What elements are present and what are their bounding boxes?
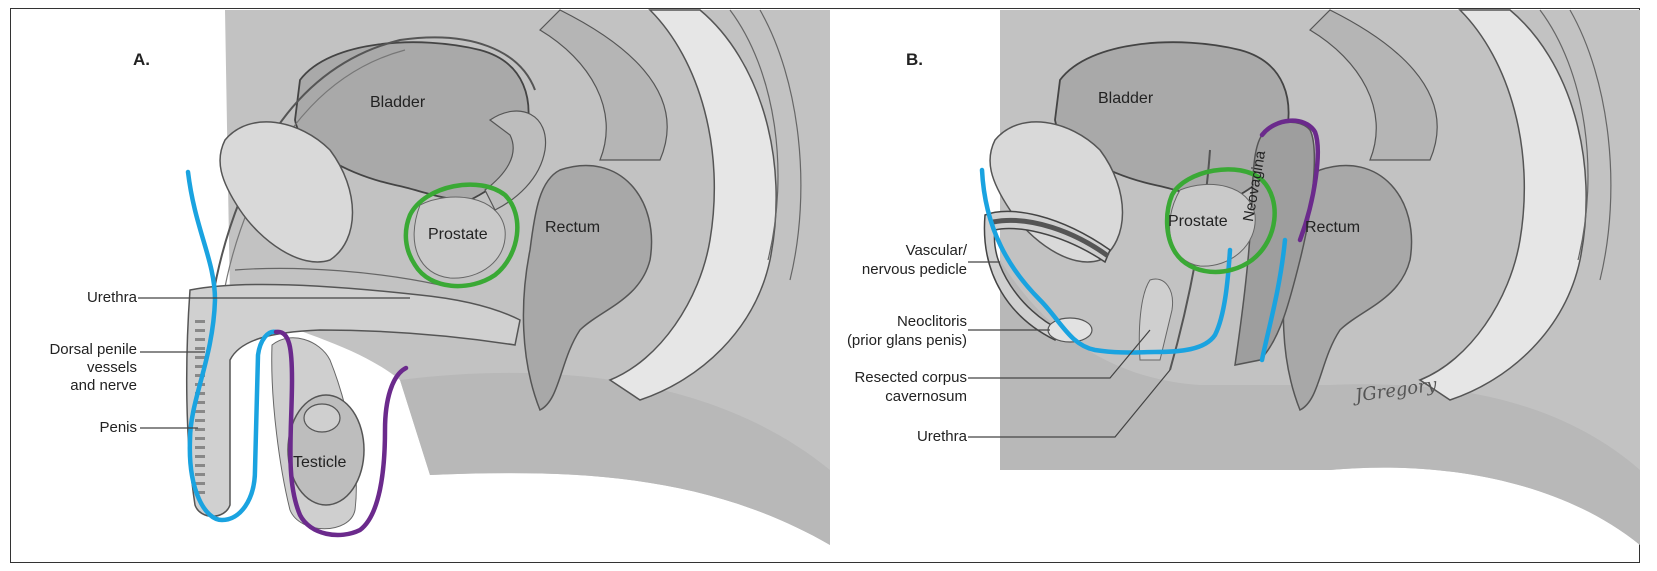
panel-b-prostate-label: Prostate <box>1168 213 1228 231</box>
panel-a-drawing <box>138 10 830 545</box>
panel-b-vascular-label-line2: nervous pedicle <box>862 261 967 279</box>
panel-a-rectum-label: Rectum <box>545 219 600 237</box>
panel-a-prostate-label: Prostate <box>428 226 488 244</box>
panel-b-urethra-label: Urethra <box>917 428 967 446</box>
panel-a-penis-label: Penis <box>99 419 137 437</box>
panel-a-epididymis <box>304 404 340 432</box>
panel-a-urethra-label: Urethra <box>87 289 137 307</box>
panel-b-neoclitoris-label-line1: Neoclitoris <box>897 313 967 331</box>
panel-a-dorsal-label-line2: vessels <box>87 359 137 377</box>
panel-b-neoclitoris-label-line2: (prior glans penis) <box>847 332 967 350</box>
panel-b-letter: B. <box>906 50 923 70</box>
panel-a-dorsal-label-line1: Dorsal penile <box>49 341 137 359</box>
panel-b-drawing <box>968 10 1640 545</box>
panel-a-letter: A. <box>133 50 150 70</box>
panel-b-resected-label-line1: Resected corpus <box>854 369 967 387</box>
panel-b-bladder-label: Bladder <box>1098 90 1153 108</box>
panel-a-testicle-label: Testicle <box>293 454 346 472</box>
panel-a-bladder-label: Bladder <box>370 94 425 112</box>
panel-b-rectum-label: Rectum <box>1305 219 1360 237</box>
panel-b-resected-label-line2: cavernosum <box>885 388 967 406</box>
panel-a-dorsal-label-line3: and nerve <box>70 377 137 395</box>
panel-b-vascular-label-line1: Vascular/ <box>906 242 967 260</box>
